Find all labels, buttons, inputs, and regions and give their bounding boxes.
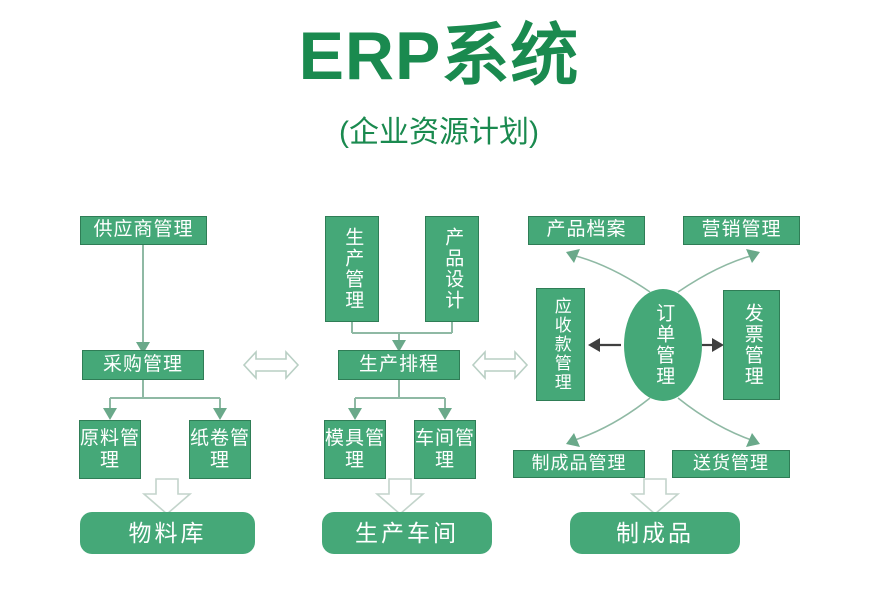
connector-scheduling-to-workshop-nodes [348, 380, 452, 420]
node-mold-management[interactable]: 模具管理 [324, 420, 386, 479]
node-finished-goods-management[interactable]: 制成品管理 [513, 450, 645, 478]
node-purchase-management[interactable]: 采购管理 [82, 350, 204, 380]
connector-order-to-finished-goods-mgmt [566, 397, 651, 447]
node-production-management[interactable]: 生产管理 [325, 216, 379, 322]
connector-order-to-invoice [702, 338, 724, 352]
node-product-design[interactable]: 产品设计 [425, 216, 479, 322]
node-invoice-management[interactable]: 发票管理 [723, 290, 780, 400]
connector-order-to-marketing [677, 249, 760, 293]
node-receivables-management[interactable]: 应收款管理 [536, 288, 585, 401]
connector-order-to-delivery [677, 397, 760, 447]
connector-order-to-receivables [588, 338, 621, 352]
node-workshop-management[interactable]: 车间管理 [414, 420, 476, 479]
connector-production-to-scheduling [351, 322, 453, 352]
connector-purchase-to-materials [103, 380, 227, 420]
page-subtitle: (企业资源计划) [339, 116, 539, 149]
connector-materials-to-warehouse [141, 478, 193, 516]
node-supplier-management[interactable]: 供应商管理 [80, 216, 207, 245]
node-material-warehouse[interactable]: 物料库 [80, 512, 255, 554]
node-finished-goods[interactable]: 制成品 [570, 512, 740, 554]
node-order-management[interactable]: 订单管理 [624, 289, 702, 401]
node-raw-material-management[interactable]: 原料管理 [79, 420, 141, 479]
node-paper-roll-management[interactable]: 纸卷管理 [189, 420, 251, 479]
connector-purchase-scheduling-bidirectional [242, 349, 300, 381]
connector-scheduling-receivables-bidirectional [471, 349, 529, 381]
node-marketing-management[interactable]: 营销管理 [683, 216, 800, 245]
node-product-archive[interactable]: 产品档案 [528, 216, 645, 245]
connector-finished-mgmt-to-finished-goods [629, 478, 681, 516]
connector-molds-to-production-workshop [374, 478, 426, 516]
node-production-scheduling[interactable]: 生产排程 [338, 350, 460, 380]
page-title: ERP系统 [298, 18, 580, 94]
node-production-workshop[interactable]: 生产车间 [322, 512, 492, 554]
connector-order-to-product-archive [566, 249, 651, 293]
connector-supplier-to-purchase [136, 245, 150, 354]
node-delivery-management[interactable]: 送货管理 [672, 450, 790, 478]
